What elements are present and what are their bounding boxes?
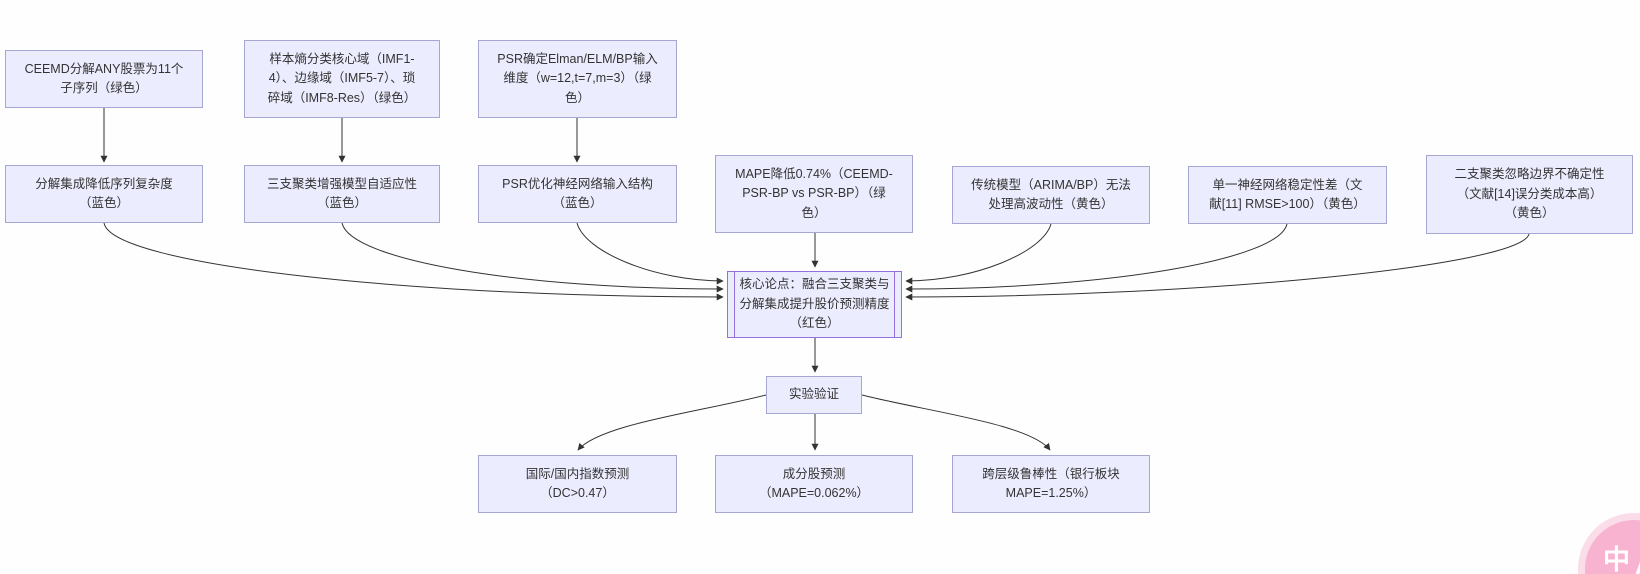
edge-experiment-to-index (577, 394, 767, 451)
node-label: 成分股预测 （MAPE=0.062%） (758, 466, 870, 501)
node-label: CEEMD分解ANY股票为11个 子序列（绿色） (24, 61, 184, 96)
node-label: 单一神经网络稳定性差（文 献[11] RMSE>100）（黄色） (1209, 177, 1366, 212)
node-three-way-adapt: 三支聚类增强模型自适应性 （蓝色） (244, 165, 440, 223)
node-label: 传统模型（ARIMA/BP）无法 处理高波动性（黄色） (971, 177, 1131, 212)
node-psr-optimize: PSR优化神经网络输入结构 （蓝色） (478, 165, 677, 223)
node-two-way-limit: 二支聚类忽略边界不确定性 （文献[14]误分类成本高） （黄色） (1426, 155, 1633, 234)
node-experiment-validation: 实验验证 (766, 376, 862, 414)
node-label: 国际/国内指数预测 （DC>0.47） (525, 466, 630, 501)
node-sample-entropy: 样本熵分类核心域（IMF1- 4）、边缘域（IMF5-7）、琐 碎域（IMF8-… (244, 40, 440, 118)
edge-threeway-to-core (341, 222, 724, 293)
edge-traditional-to-core (905, 223, 1052, 285)
edge-twoway-to-core (905, 233, 1530, 301)
node-traditional-limit: 传统模型（ARIMA/BP）无法 处理高波动性（黄色） (952, 166, 1150, 224)
node-label: 二支聚类忽略边界不确定性 （文献[14]误分类成本高） （黄色） (1454, 167, 1605, 221)
node-label: 样本熵分类核心域（IMF1- 4）、边缘域（IMF5-7）、琐 碎域（IMF8-… (267, 51, 417, 105)
node-single-nn-unstable: 单一神经网络稳定性差（文 献[11] RMSE>100）（黄色） (1188, 166, 1387, 224)
edge-psropt-to-core (576, 222, 724, 285)
node-index-prediction: 国际/国内指数预测 （DC>0.47） (478, 455, 677, 513)
node-label: 实验验证 (788, 387, 839, 402)
node-label: PSR优化神经网络输入结构 （蓝色） (502, 176, 653, 211)
node-ceemd-decompose: CEEMD分解ANY股票为11个 子序列（绿色） (5, 50, 203, 108)
node-robustness: 跨层级鲁棒性（银行板块 MAPE=1.25%） (952, 455, 1150, 513)
edge-singlenn-to-core (905, 223, 1288, 293)
node-decompose-reduce: 分解集成降低序列复杂度 （蓝色） (5, 165, 203, 223)
node-label: PSR确定Elman/ELM/BP输入 维度（w=12,t=7,m=3）（绿 色… (497, 51, 658, 105)
node-core-thesis: 核心论点：融合三支聚类与 分解集成提升股价预测精度 （红色） (727, 271, 902, 338)
edge-experiment-to-robust (861, 394, 1051, 451)
node-stock-prediction: 成分股预测 （MAPE=0.062%） (715, 455, 913, 513)
node-mape-reduce: MAPE降低0.74%（CEEMD- PSR-BP vs PSR-BP）（绿 色… (715, 155, 913, 233)
node-label: 跨层级鲁棒性（银行板块 MAPE=1.25%） (982, 466, 1120, 501)
node-label: 三支聚类增强模型自适应性 （蓝色） (266, 176, 417, 211)
node-label: 核心论点：融合三支聚类与 分解集成提升股价预测精度 （红色） (739, 277, 890, 331)
node-label: MAPE降低0.74%（CEEMD- PSR-BP vs PSR-BP）（绿 色… (735, 166, 893, 220)
node-psr-dimension: PSR确定Elman/ELM/BP输入 维度（w=12,t=7,m=3）（绿 色… (478, 40, 677, 118)
edge-decompose-to-core (103, 222, 724, 301)
node-label: 分解集成降低序列复杂度 （蓝色） (35, 176, 173, 211)
translate-zh-icon: 中 (1603, 545, 1630, 574)
translate-en-icon: A (1635, 552, 1640, 574)
